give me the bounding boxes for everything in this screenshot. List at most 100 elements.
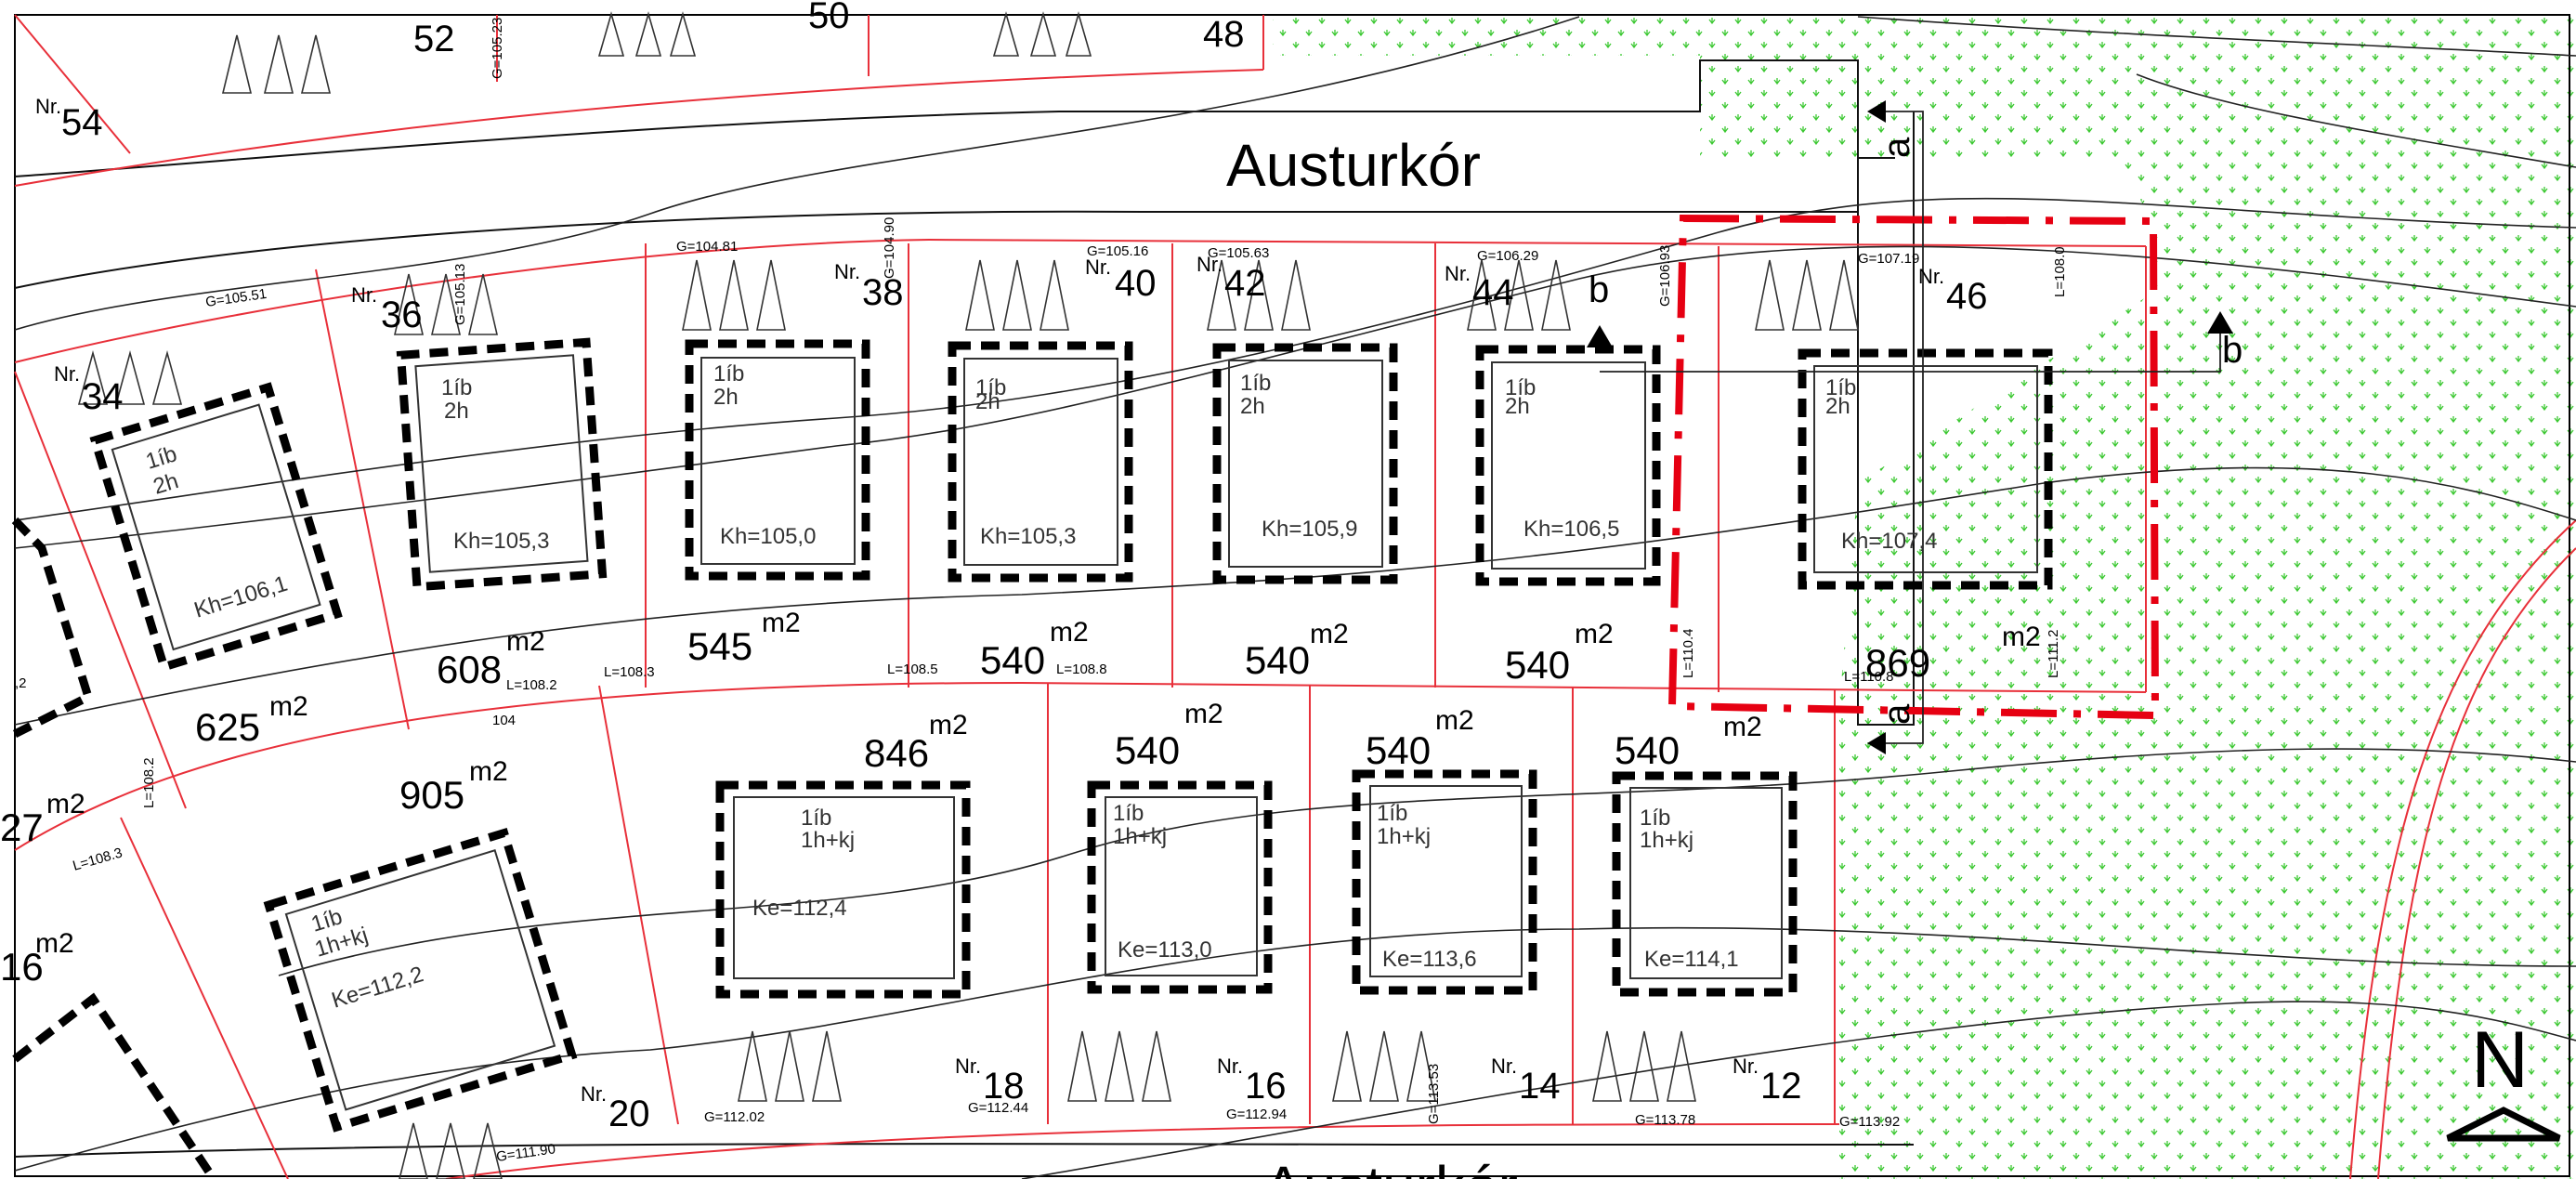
svg-text:G=113.92: G=113.92	[1839, 1114, 1900, 1130]
svg-text:G=112.44: G=112.44	[968, 1100, 1028, 1116]
svg-text:G=105.13: G=105.13	[452, 264, 468, 325]
svg-text:m2: m2	[269, 691, 308, 722]
svg-text:1íb: 1íb	[975, 375, 1006, 400]
svg-text:m2: m2	[35, 928, 74, 959]
svg-text:m2: m2	[1050, 617, 1089, 648]
building-12	[1612, 771, 1798, 997]
svg-text:46: 46	[1946, 276, 1988, 317]
svg-text:Kh=105,9: Kh=105,9	[1262, 517, 1357, 542]
svg-text:1h+kj: 1h+kj	[801, 828, 855, 853]
building-44-inner	[1491, 361, 1646, 570]
svg-text:2h: 2h	[1505, 394, 1530, 419]
svg-text:m2: m2	[46, 789, 85, 819]
svg-text:2h: 2h	[1240, 394, 1265, 419]
svg-text:2h: 2h	[444, 399, 469, 424]
svg-text:Nr.: Nr.	[54, 362, 80, 386]
street-name-north: Austurkór	[1226, 132, 1481, 199]
svg-text:Nr.: Nr.	[1918, 265, 1944, 288]
building-20	[263, 827, 578, 1133]
north-arrow-label: N	[2471, 1015, 2529, 1105]
svg-text:540: 540	[1505, 643, 1570, 687]
svg-text:1íb: 1íb	[1505, 375, 1536, 400]
svg-text:G=105.16: G=105.16	[1087, 243, 1148, 259]
tree-symbols	[77, 11, 1859, 1179]
svg-text:27: 27	[0, 806, 44, 849]
svg-text:Nr.: Nr.	[351, 283, 377, 307]
building-40-inner	[963, 358, 1118, 566]
svg-text:Kh=105,3: Kh=105,3	[980, 524, 1076, 549]
lot-lines	[14, 14, 2576, 1179]
svg-text:L=108.0: L=108.0	[2052, 246, 2068, 297]
svg-text:G=111.90: G=111.90	[495, 1141, 556, 1165]
svg-text:Kh=107,4: Kh=107,4	[1841, 529, 1937, 554]
svg-text:1h+kj: 1h+kj	[1377, 824, 1431, 849]
svg-text:G=105.23: G=105.23	[490, 18, 505, 79]
svg-text:40: 40	[1115, 263, 1157, 304]
svg-text:Nr.: Nr.	[1445, 262, 1471, 285]
section-b-right: b	[2222, 330, 2243, 371]
svg-text:14: 14	[1519, 1066, 1561, 1107]
building-44	[1475, 345, 1661, 586]
svg-text:2h: 2h	[713, 385, 739, 410]
svg-text:Kh=106,1: Kh=106,1	[191, 571, 291, 623]
svg-text:540: 540	[980, 638, 1045, 682]
building-40	[948, 341, 1133, 583]
svg-text:Nr.: Nr.	[35, 95, 61, 118]
svg-text:G=106.93: G=106.93	[1657, 245, 1673, 307]
svg-text:1íb: 1íb	[441, 375, 472, 400]
building-16	[1087, 780, 1273, 994]
svg-text:Ke=112,2: Ke=112,2	[329, 962, 426, 1014]
section-lines	[1587, 100, 2233, 754]
svg-text:m2: m2	[469, 756, 508, 787]
svg-text:540: 540	[1366, 728, 1431, 772]
sheet-frame	[14, 14, 2570, 1177]
svg-text:G=112.02: G=112.02	[704, 1109, 765, 1125]
svg-text:545: 545	[687, 624, 752, 668]
building-18-inner	[733, 796, 955, 979]
svg-text:540: 540	[1245, 638, 1310, 682]
svg-text:m2: m2	[1184, 699, 1223, 729]
lot-numbers-south: Nr.20 Nr.18 Nr.16 Nr.14 Nr.12	[581, 1055, 1802, 1134]
svg-text:52: 52	[413, 19, 455, 59]
section-a-arrow-bottom	[1867, 732, 1886, 754]
svg-text:Nr.: Nr.	[1085, 255, 1111, 279]
elevation-points-mid: L=108.2 L=108.3 L=108.5 L=108.8 L=110.4 …	[71, 628, 2061, 873]
svg-text:m2: m2	[1723, 712, 1762, 742]
svg-text:m2: m2	[929, 710, 968, 740]
svg-text:1íb: 1íb	[1377, 801, 1407, 826]
svg-text:Nr.: Nr.	[581, 1082, 607, 1106]
svg-text:L=108.3: L=108.3	[71, 845, 124, 873]
building-38-inner	[700, 357, 856, 565]
svg-text:Nr.: Nr.	[1491, 1055, 1517, 1078]
svg-text:12: 12	[1760, 1066, 1802, 1107]
building-38	[685, 339, 870, 581]
svg-text:Ke=114,1: Ke=114,1	[1644, 947, 1739, 972]
svg-text:44: 44	[1472, 272, 1514, 313]
svg-text:L=108.2: L=108.2	[506, 677, 557, 693]
svg-text:1íb: 1íb	[1640, 806, 1670, 831]
street-name-south: Austurkór	[1263, 1154, 1518, 1179]
svg-text:Nr.: Nr.	[955, 1055, 981, 1078]
svg-text:50: 50	[808, 0, 850, 36]
svg-text:608: 608	[437, 648, 502, 691]
building-18	[715, 780, 971, 999]
building-36	[396, 337, 608, 592]
svg-text:42: 42	[1224, 263, 1266, 304]
contour-lines	[14, 16, 2576, 1179]
svg-text:G=113.78: G=113.78	[1635, 1112, 1695, 1128]
buildings-north	[89, 337, 2053, 673]
svg-text:34: 34	[82, 376, 124, 417]
elevation-points-bottom: G=111.90 G=112.02 G=112.44 G=112.94 G=11…	[495, 1064, 1900, 1165]
svg-text:18: 18	[983, 1066, 1025, 1107]
svg-text:G=104.90: G=104.90	[882, 217, 897, 279]
svg-text:38: 38	[862, 272, 904, 313]
svg-text:1íb: 1íb	[801, 806, 831, 831]
svg-text:36: 36	[381, 295, 423, 335]
svg-text:1íb: 1íb	[1240, 371, 1271, 396]
building-46	[1798, 348, 2053, 590]
svg-text:869: 869	[1865, 641, 1930, 685]
green-area	[1273, 17, 2576, 1179]
